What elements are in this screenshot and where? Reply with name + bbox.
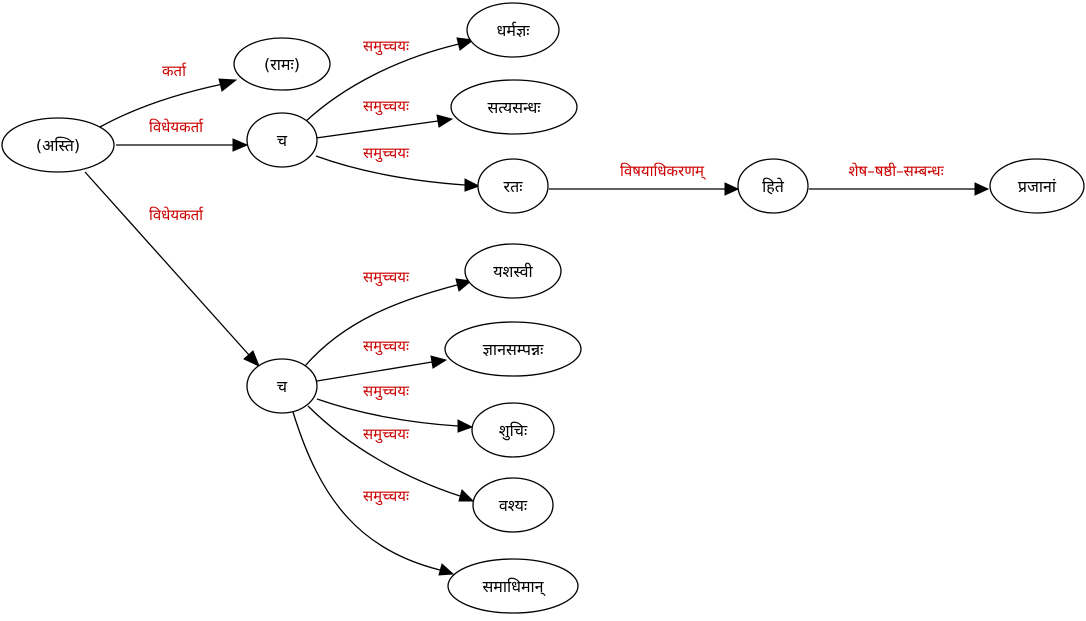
node-ellipse — [989, 158, 1085, 214]
edge-label: समुच्चयः — [363, 97, 410, 116]
node-label: रतः — [504, 177, 524, 196]
node-asti: (अस्ति) — [1, 117, 115, 173]
node-ellipse — [477, 158, 549, 214]
node-ellipse — [447, 558, 579, 614]
node-vashyah: वश्यः — [472, 477, 554, 533]
node-ellipse — [464, 243, 562, 299]
arrowhead-icon — [458, 489, 475, 502]
edge-label: समुच्चयः — [363, 382, 410, 401]
edge-cha2-yashasvi: समुच्चयः — [304, 268, 473, 367]
edge-cha1-ratah: समुच्चयः — [315, 144, 481, 192]
node-satyasandhah: सत्यसन्धः — [450, 79, 578, 135]
edge-hite-prajanam: शेष–षष्ठी–सम्बन्धः — [809, 162, 990, 196]
node-dharmajnah: धर्मज्ञः — [466, 2, 560, 58]
node-ellipse — [450, 79, 578, 135]
node-hite: हिते — [737, 158, 809, 214]
arrowhead-icon — [436, 114, 454, 128]
edge-ratah-hite: विषयाधिकरणम् — [549, 162, 740, 196]
arrowhead-icon — [464, 178, 481, 192]
arrowhead-icon — [724, 182, 740, 196]
edge-cha2-vashyah: समुच्चयः — [307, 405, 475, 502]
arrowhead-icon — [430, 355, 448, 369]
arrowhead-icon — [457, 419, 474, 433]
arrowhead-icon — [243, 350, 260, 367]
edge-label: कर्ता — [162, 62, 187, 80]
arrowhead-icon — [455, 278, 473, 292]
node-ellipse — [737, 158, 809, 214]
node-samadhiman: समाधिमान् — [447, 558, 579, 614]
node-ellipse — [1, 117, 115, 173]
node-label: च — [277, 377, 288, 396]
arrowhead-icon — [232, 138, 249, 152]
node-ratah: रतः — [477, 158, 549, 214]
node-jnanasampannah: ज्ञानसम्पन्नः — [444, 321, 582, 377]
edge-asti-cha1: विधेयकर्ता — [116, 118, 249, 152]
edge-line — [304, 43, 460, 123]
edge-label: समुच्चयः — [363, 337, 410, 356]
edge-label: विधेयकर्ता — [149, 206, 204, 224]
edge-cha1-dharmajnah: समुच्चयः — [304, 37, 475, 123]
edge-asti-ramah: कर्ता — [99, 62, 238, 128]
node-label: शुचिः — [499, 421, 528, 441]
node-cha1: च — [246, 112, 318, 168]
node-label: (रामः) — [264, 55, 300, 74]
edge-label: समुच्चयः — [363, 268, 410, 287]
edge-label: विषयाधिकरणम् — [620, 162, 706, 180]
edges-layer: कर्ता विधेयकर्ता विधेयकर्ता समुच्चयः समुच्चय… — [84, 37, 990, 576]
edge-label: समुच्चयः — [363, 144, 410, 163]
node-ellipse — [472, 477, 554, 533]
node-shuchih: शुचिः — [471, 402, 555, 458]
node-ellipse — [444, 321, 582, 377]
edge-line — [84, 171, 250, 356]
node-label: समाधिमान् — [482, 577, 546, 597]
edge-cha2-samadhiman: समुच्चयः — [292, 411, 455, 576]
node-ellipse — [233, 37, 331, 91]
node-ellipse — [471, 402, 555, 458]
node-prajanam: प्रजानां — [989, 158, 1085, 214]
node-label: हिते — [762, 177, 785, 196]
edge-label: विधेयकर्ता — [149, 118, 204, 136]
node-label: यशस्वी — [493, 262, 533, 281]
arrowhead-icon — [218, 78, 238, 92]
edge-line — [315, 155, 466, 186]
arrowhead-icon — [974, 182, 990, 196]
node-label: धर्मज्ञः — [497, 21, 531, 40]
node-label: (अस्ति) — [36, 136, 80, 155]
edge-line — [315, 120, 439, 139]
edge-cha1-satyasandhah: समुच्चयः — [315, 97, 454, 139]
edge-line — [316, 361, 433, 382]
node-label: च — [277, 131, 288, 150]
edge-label: शेष–षष्ठी–सम्बन्धः — [848, 162, 944, 180]
edge-label: समुच्चयः — [363, 487, 410, 506]
arrowhead-icon — [438, 563, 455, 576]
edge-label: समुच्चयः — [363, 37, 410, 56]
node-ramah: (रामः) — [233, 37, 331, 91]
edge-line — [292, 411, 441, 571]
edge-line — [316, 398, 459, 427]
edge-label: समुच्चयः — [363, 425, 410, 444]
node-yashasvi: यशस्वी — [464, 243, 562, 299]
edge-cha2-shuchih: समुच्चयः — [316, 382, 474, 433]
node-label: वश्यः — [499, 496, 528, 515]
node-label: प्रजानां — [1018, 177, 1057, 196]
node-label: ज्ञानसम्पन्नः — [483, 340, 544, 359]
node-cha2: च — [246, 358, 318, 414]
arrowhead-icon — [456, 37, 475, 51]
node-ellipse — [466, 2, 560, 58]
node-label: सत्यसन्धः — [487, 98, 541, 117]
node-ellipse — [246, 112, 318, 168]
edge-line — [99, 83, 224, 128]
edge-cha2-jnanasampannah: समुच्चयः — [316, 337, 448, 382]
edge-line — [304, 284, 458, 367]
edge-line — [307, 405, 461, 497]
edge-asti-cha2: विधेयकर्ता — [84, 171, 260, 367]
node-ellipse — [246, 358, 318, 414]
